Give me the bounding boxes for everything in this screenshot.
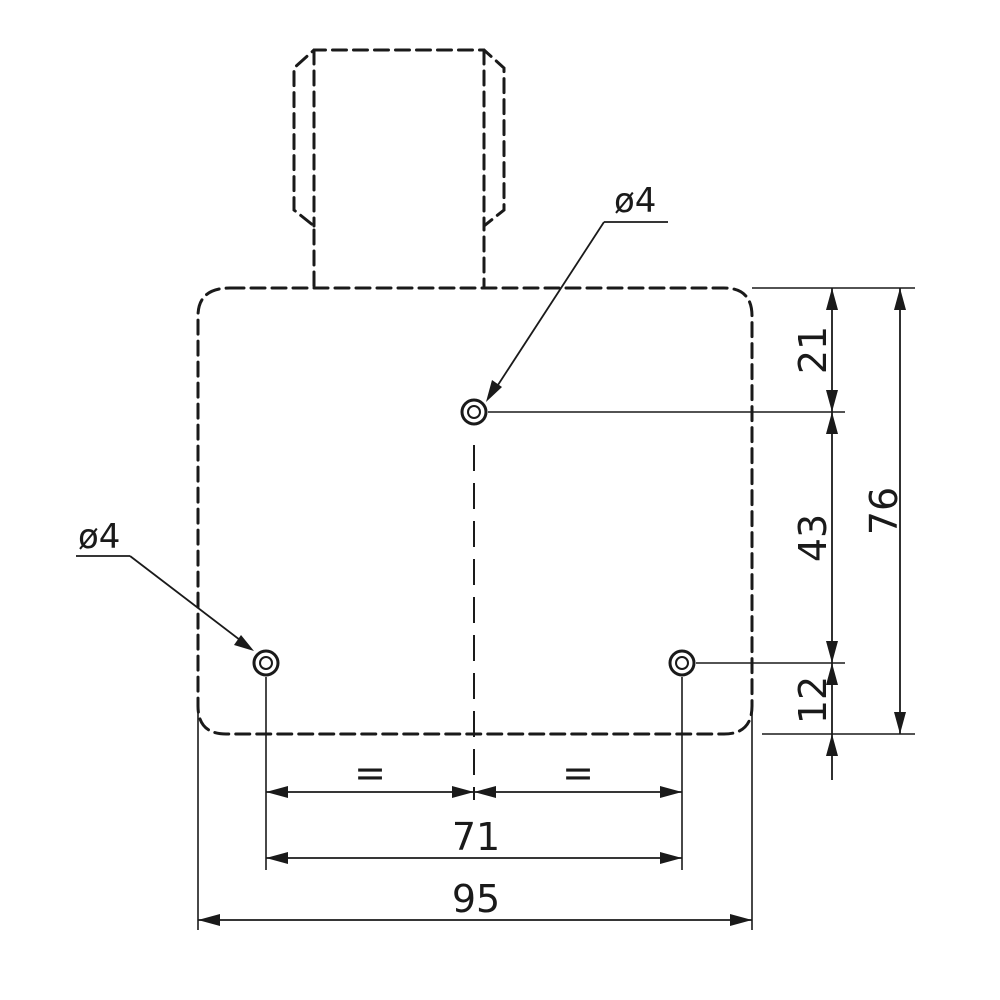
- dim-equal-left: =: [354, 751, 386, 795]
- hole-left: [252, 649, 280, 677]
- dimension-chain-vertical: [826, 288, 838, 780]
- dim-hole-spacing: 71: [452, 815, 500, 859]
- hole-right: [668, 649, 696, 677]
- leader-top-hole: [486, 221, 668, 402]
- body-outline: [196, 286, 754, 736]
- leader-left-hole: [76, 555, 254, 651]
- callout-left-hole: ø4: [78, 517, 120, 557]
- extension-lines: [197, 287, 915, 930]
- dim-hole-to-bottom: 12: [791, 676, 835, 724]
- dimension-hole-spacing: [266, 852, 682, 864]
- dim-top-to-hole: 21: [791, 326, 835, 374]
- dim-overall-height: 76: [862, 487, 906, 535]
- callout-top-hole: ø4: [614, 181, 656, 221]
- dim-equal-right: =: [562, 751, 594, 795]
- neck-outline: [292, 48, 506, 288]
- hole-top: [460, 398, 488, 426]
- housing-outline: [196, 48, 754, 736]
- dim-hole-to-hole: 43: [791, 514, 835, 562]
- dim-overall-width: 95: [452, 877, 500, 921]
- dimension-equal-spacing: [266, 786, 682, 798]
- dimension-overall-height: [894, 288, 906, 734]
- dimension-overall-width: [198, 914, 752, 926]
